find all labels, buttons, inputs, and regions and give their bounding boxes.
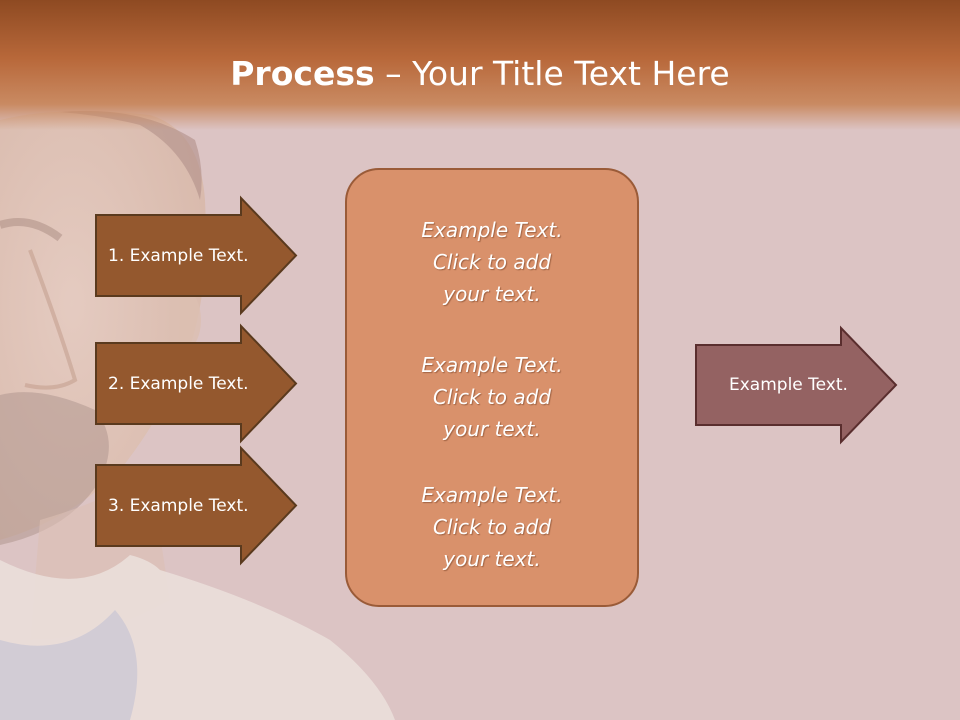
center-text-block-3: Example Text. Click to add your text.	[347, 479, 637, 575]
title-band	[0, 0, 960, 130]
center-text-line: Example Text.	[421, 353, 563, 377]
process-arrow-label: 3. Example Text.	[108, 495, 249, 516]
center-text-block-2: Example Text. Click to add your text.	[347, 349, 637, 445]
process-arrow-1[interactable]: 1. Example Text.	[95, 195, 298, 316]
title-bold-part: Process	[230, 54, 375, 93]
center-text-line: Click to add	[432, 515, 552, 539]
process-arrow-2[interactable]: 2. Example Text.	[95, 323, 298, 444]
center-text-block-1: Example Text. Click to add your text.	[347, 214, 637, 310]
output-arrow-label: Example Text.	[729, 375, 848, 395]
center-text-line: Click to add	[432, 385, 552, 409]
center-text-line: your text.	[443, 547, 541, 571]
center-text-line: Example Text.	[421, 483, 563, 507]
output-arrow[interactable]: Example Text.	[695, 325, 898, 445]
process-arrow-label: 1. Example Text.	[108, 245, 249, 266]
arrow-shape	[95, 445, 298, 566]
title-rest-part: – Your Title Text Here	[374, 54, 730, 93]
slide-title[interactable]: Process – Your Title Text Here	[0, 52, 960, 96]
arrow-shape	[695, 325, 898, 445]
process-arrow-label: 2. Example Text.	[108, 373, 249, 394]
center-text-line: Example Text.	[421, 218, 563, 242]
process-arrow-3[interactable]: 3. Example Text.	[95, 445, 298, 566]
center-text-line: Click to add	[432, 250, 552, 274]
center-text-line: your text.	[443, 282, 541, 306]
arrow-shape	[95, 323, 298, 444]
arrow-shape	[95, 195, 298, 316]
center-text-line: your text.	[443, 417, 541, 441]
center-text-box[interactable]: Example Text. Click to add your text. Ex…	[345, 168, 639, 607]
